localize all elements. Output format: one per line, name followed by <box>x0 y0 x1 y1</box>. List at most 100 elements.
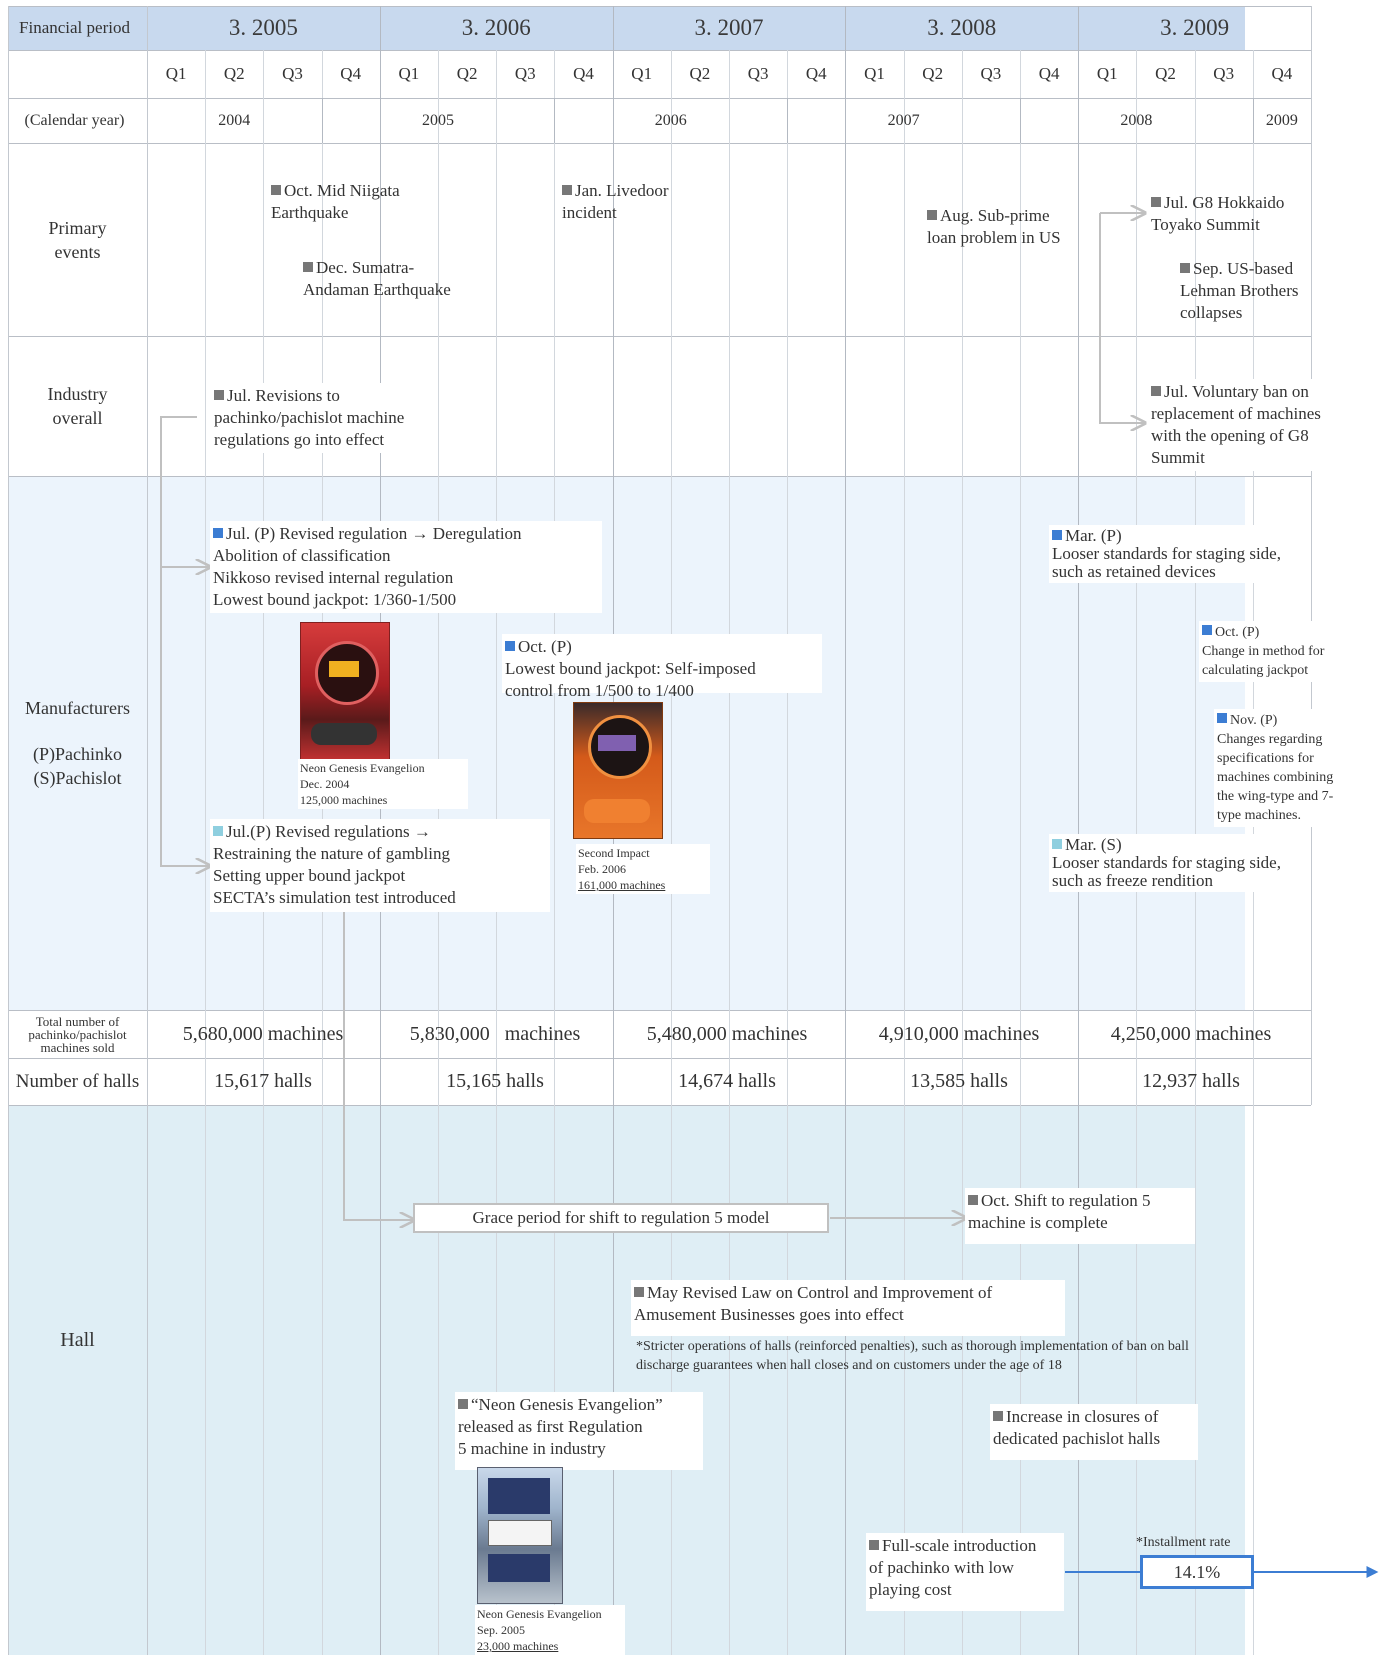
machine3-caption: Neon Genesis Evangelion Sep. 2005 23,000… <box>475 1605 625 1655</box>
quarter-header: Q1 <box>864 64 885 83</box>
installment-rate-box: 14.1% <box>1140 1555 1254 1589</box>
mfr-nov-p: Nov. (P) Changes regarding specification… <box>1214 709 1354 827</box>
gray-square-icon <box>271 185 281 195</box>
mfr-oct-p-2008: Oct. (P) Change in method for calculatin… <box>1199 621 1324 682</box>
row-divider <box>8 50 1311 51</box>
event-niigata-earthquake: Oct. Mid Niigata Earthquake <box>271 181 400 222</box>
hall-stricter-note: *Stricter operations of halls (reinforce… <box>636 1339 1189 1373</box>
grace-period-box: Grace period for shift to regulation 5 m… <box>413 1203 829 1233</box>
hall-closures: Increase in closures of dedicated pachis… <box>990 1404 1198 1460</box>
industry-revisions: Jul. Revisions to pachinko/pachislot mac… <box>211 383 408 453</box>
period-header: 3. 2007 <box>694 15 764 40</box>
period-header: 3. 2008 <box>927 15 997 40</box>
financial-period-label: Financial period <box>19 18 130 37</box>
calendar-year-divider <box>554 98 555 143</box>
quarter-header: Q2 <box>689 64 711 83</box>
column-divider <box>147 6 148 1655</box>
quarter-header: Q4 <box>1038 64 1060 83</box>
gray-square-icon <box>927 210 937 220</box>
gray-square-icon <box>214 390 224 400</box>
light-blue-square-icon <box>1052 839 1062 849</box>
column-divider <box>1078 6 1079 1655</box>
column-divider <box>904 50 905 1655</box>
quarter-header: Q2 <box>456 64 478 83</box>
row-divider <box>8 1058 1311 1059</box>
quarter-header: Q4 <box>1271 64 1293 83</box>
mfr-mar-p: Mar. (P) Looser standards for staging si… <box>1049 525 1307 583</box>
calendar-year-divider <box>1020 98 1021 143</box>
header-row-bg <box>8 6 1245 50</box>
column-divider <box>1311 6 1312 1105</box>
arrow-g8-to-summit <box>1099 213 1145 423</box>
row-label-hall: Hall <box>60 1329 95 1351</box>
column-divider <box>729 50 730 1655</box>
arrow-regulation-to-grace <box>343 900 414 1220</box>
column-divider <box>962 50 963 1655</box>
gray-square-icon <box>1180 263 1190 273</box>
calendar-year-divider <box>322 98 323 143</box>
quarter-header: Q1 <box>165 64 187 83</box>
row-divider <box>8 6 1311 7</box>
machine-image-second-impact <box>573 702 663 839</box>
row-divider <box>8 143 1311 144</box>
halls-3-2005: 15,617 halls <box>214 1070 312 1092</box>
machines-sold-3-2005: 5,680,000 machines <box>182 1022 344 1045</box>
event-livedoor-incident: Jan. Livedoor incident <box>562 181 669 222</box>
machines-sold-3-2006: 5,830,000 machines <box>409 1022 581 1045</box>
quarter-header: Q1 <box>398 64 420 83</box>
row-label-number-of-halls: Number of halls <box>15 1070 140 1092</box>
calendar-year-header: 2004 <box>218 111 251 129</box>
calendar-year-header: 2009 <box>1265 111 1298 129</box>
machine-image-evangelion-pachislot <box>477 1467 563 1604</box>
gray-square-icon <box>562 185 572 195</box>
event-sumatra-earthquake: Dec. Sumatra- Andaman Earthquake <box>303 258 451 299</box>
machine-image-evangelion-pachinko <box>300 622 390 762</box>
quarter-header: Q1 <box>1096 64 1118 83</box>
quarter-header: Q2 <box>1155 64 1176 83</box>
machines-sold-3-2007: 5,480,000 machines <box>646 1022 808 1045</box>
hall-oct-shift: Oct. Shift to regulation 5 machine is co… <box>965 1188 1195 1244</box>
row-divider <box>8 98 1311 99</box>
blue-square-icon <box>505 641 515 651</box>
mfr-jul-p-deregulation: Jul. (P) Revised regulation → Deregulati… <box>210 521 602 613</box>
gray-square-icon <box>458 1399 468 1409</box>
industry-voluntary-ban: Jul. Voluntary ban on replacement of mac… <box>1148 379 1348 471</box>
quarter-header: Q3 <box>282 64 303 83</box>
light-blue-square-icon <box>213 826 223 836</box>
arrow-revisions-to-jul-p <box>160 416 210 567</box>
quarter-header: Q3 <box>747 64 769 83</box>
gray-square-icon <box>968 1195 978 1205</box>
halls-3-2009: 12,937 halls <box>1142 1070 1240 1092</box>
quarter-header: Q3 <box>980 64 1002 83</box>
quarter-header: Q3 <box>1213 64 1235 83</box>
event-subprime: Aug. Sub-prime loan problem in US <box>927 206 1061 247</box>
quarter-header: Q1 <box>631 64 653 83</box>
calendar-year-divider <box>787 98 788 143</box>
quarter-header: Q3 <box>514 64 536 83</box>
column-divider <box>205 50 206 1655</box>
period-header: 3. 2009 <box>1160 15 1230 40</box>
quarter-header: Q2 <box>922 64 944 83</box>
hall-low-cost: Full-scale introduction of pachinko with… <box>866 1533 1064 1611</box>
halls-3-2006: 15,165 halls <box>446 1070 544 1092</box>
halls-3-2008: 13,585 halls <box>910 1070 1008 1092</box>
event-lehman: Sep. US-based Lehman Brothers collapses <box>1180 259 1299 322</box>
calendar-year-divider <box>1253 98 1254 143</box>
quarter-header: Q4 <box>573 64 594 83</box>
column-divider <box>8 6 9 1655</box>
arrow-revisions-to-jul-p2 <box>160 567 210 866</box>
machines-sold-3-2009: 4,250,000 machines <box>1110 1022 1272 1045</box>
machines-sold-3-2008: 4,910,000 machines <box>878 1022 1040 1045</box>
machine2-caption: Second Impact Feb. 2006 161,000 machines <box>576 844 710 894</box>
calendar-year-header: 2008 <box>1120 111 1153 129</box>
column-divider <box>787 50 788 1655</box>
column-divider <box>1020 50 1021 1655</box>
row-divider <box>8 1010 1311 1011</box>
gray-square-icon <box>1151 197 1161 207</box>
row-divider <box>8 336 1311 337</box>
column-divider <box>554 50 555 1655</box>
gray-square-icon <box>993 1411 1003 1421</box>
